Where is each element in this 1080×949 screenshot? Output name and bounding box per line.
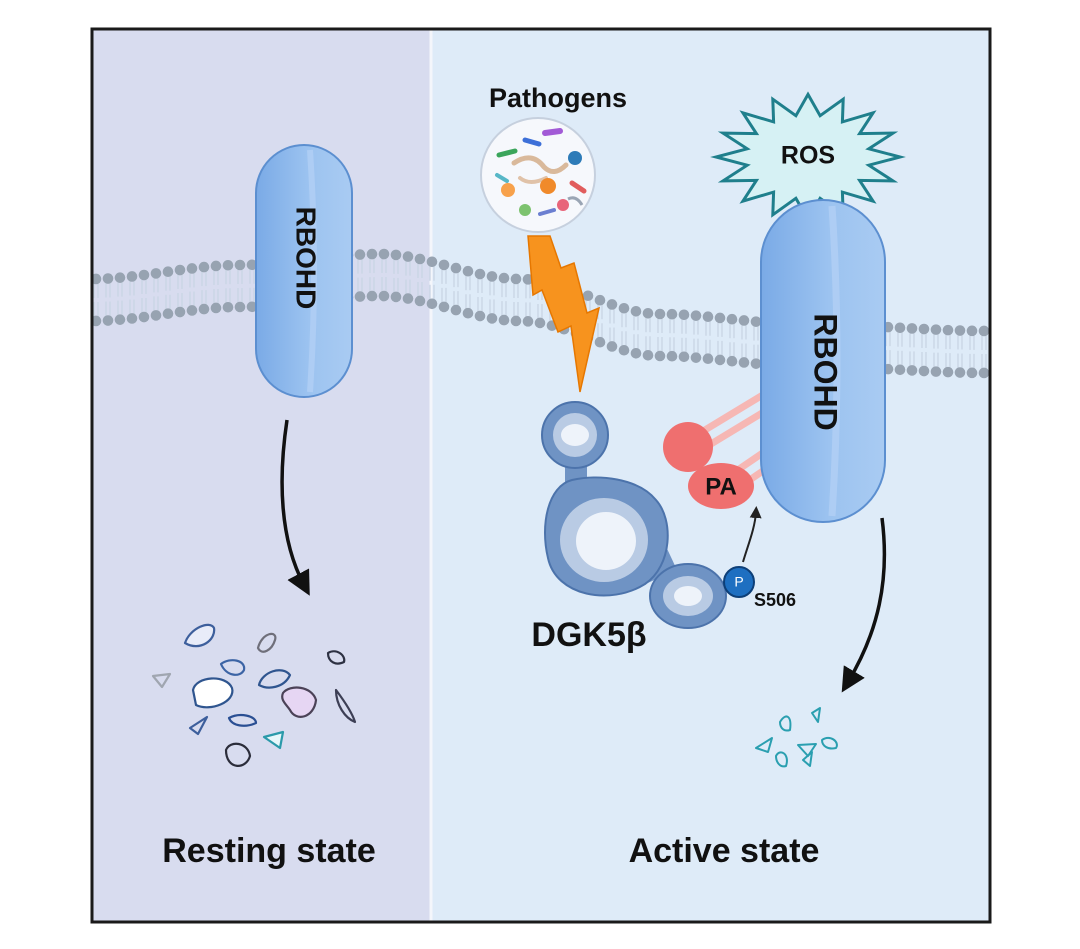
protein-fragments-icon <box>151 623 357 767</box>
pa-label: PA <box>705 473 737 500</box>
phosphorylation-site: P S506 <box>723 566 796 610</box>
rbohd-resting-label: RBOHD <box>291 207 322 310</box>
small-fragments-icon <box>755 707 838 768</box>
active-state-caption: Active state <box>629 832 820 870</box>
resting-panel-bg <box>92 29 430 922</box>
degradation-arrow-resting <box>280 419 310 596</box>
rbohd-resting-protein: RBOHD <box>255 144 353 398</box>
rbohd-active-label: RBOHD <box>808 313 844 430</box>
s506-label: S506 <box>754 590 796 610</box>
phospho-label: P <box>734 574 743 590</box>
resting-state-caption: Resting state <box>162 832 376 870</box>
rbohd-active-protein: RBOHD <box>760 199 886 523</box>
dgk5b-label: DGK5β <box>531 616 646 654</box>
pathogen-microbes-icon <box>480 117 596 233</box>
pa-production-arrow <box>742 506 762 563</box>
lightning-bolt-icon <box>527 235 601 393</box>
pathogens-label: Pathogens <box>489 83 627 113</box>
ros-label: ROS <box>781 142 835 170</box>
degradation-arrow-active <box>841 517 887 693</box>
dgk5b-enzyme <box>541 401 727 629</box>
phosphatidic-acid: PA <box>663 422 754 509</box>
figure-frame <box>90 27 992 924</box>
